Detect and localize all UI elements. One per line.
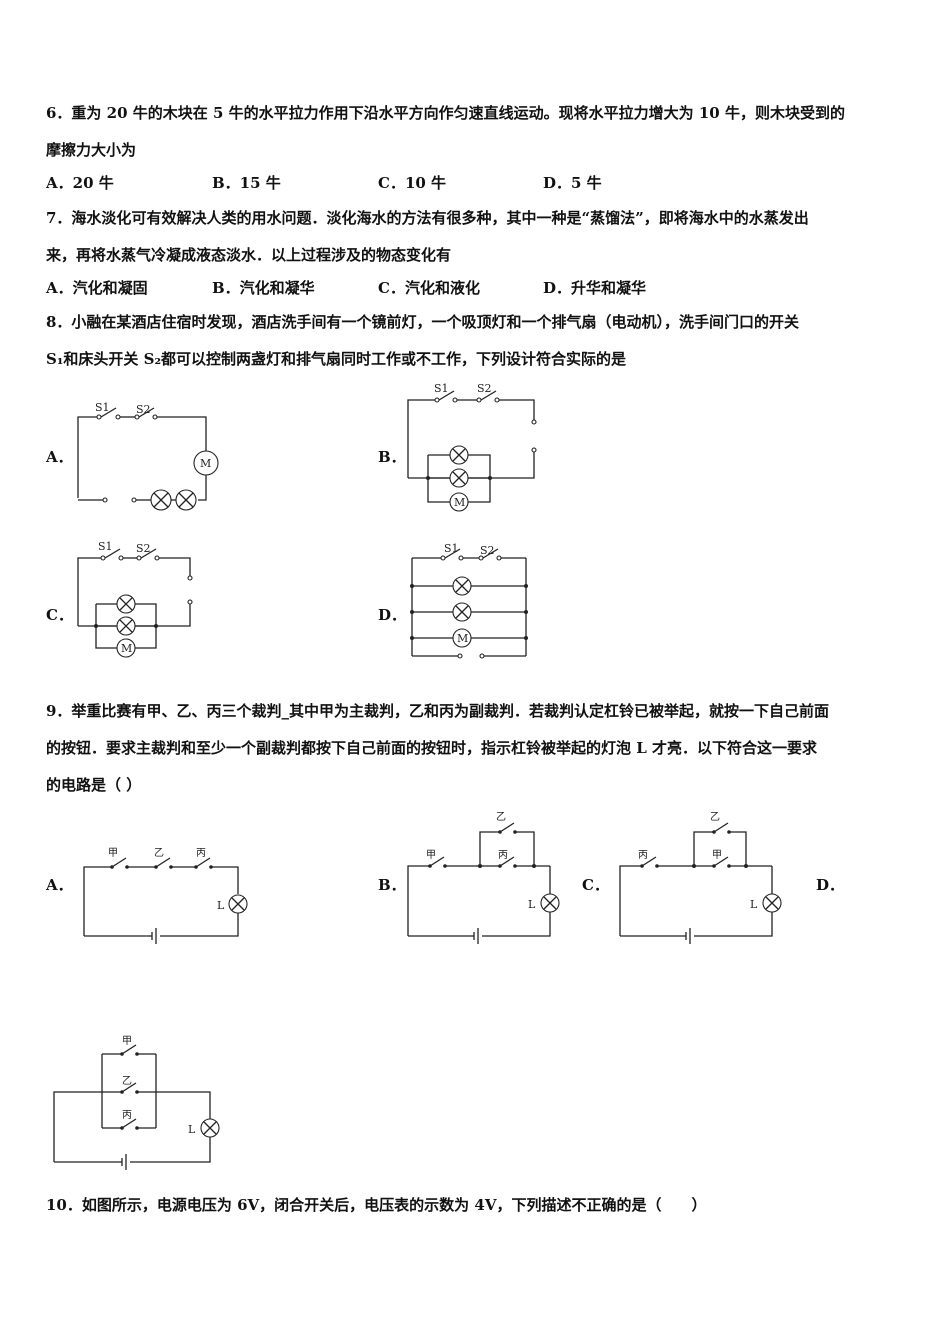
q6-option-c: C．10 牛 <box>378 174 447 192</box>
motor-icon <box>116 638 136 658</box>
q8-stem-line1: 8．小融在某酒店住宿时发现，酒店洗手间有一个镜前灯，一个吸顶灯和一个排气扇（电动… <box>46 313 799 331</box>
q8-option-b-label: B． <box>378 448 406 466</box>
switch-s1-label: S1 <box>444 542 459 555</box>
q8-circuit-c-diagram: S1 S2 M <box>77 540 193 658</box>
svg-text:甲: 甲 <box>122 1036 132 1047</box>
q7-option-c: C．汽化和液化 <box>378 279 480 297</box>
q9-circuit-b-diagram: 乙 甲 丙 L <box>407 811 560 944</box>
svg-text:甲: 甲 <box>426 850 436 861</box>
q6-stem-line2: 摩擦力大小为 <box>46 141 137 159</box>
q9-option-d-label: D． <box>816 876 845 894</box>
q9-option-b-label: B． <box>378 876 406 894</box>
q9-stem-line3: 的电路是（ ） <box>46 776 142 794</box>
q8-stem-line2: S₁和床头开关 S₂都可以控制两盏灯和排气扇同时工作或不工作，下列设计符合实际的… <box>46 350 627 368</box>
q6-option-d: D．5 牛 <box>543 174 602 192</box>
q6-option-a: A．20 牛 <box>46 174 114 192</box>
svg-text:甲: 甲 <box>108 848 118 859</box>
q6-stem-line1: 6．重为 20 牛的木块在 5 牛的水平拉力作用下沿水平方向作匀速直线运动。现将… <box>46 104 845 122</box>
q8-circuit-b-diagram: S1 S2 M <box>407 382 537 512</box>
svg-text:乙: 乙 <box>122 1075 132 1087</box>
svg-text:L: L <box>188 1123 196 1136</box>
q8-option-c-label: C． <box>46 606 73 624</box>
svg-text:乙: 乙 <box>710 811 720 823</box>
svg-text:M: M <box>454 496 465 509</box>
svg-text:乙: 乙 <box>154 847 164 859</box>
svg-text:丙: 丙 <box>196 848 206 859</box>
q7-option-d: D．升华和凝华 <box>543 279 647 297</box>
svg-text:丙: 丙 <box>122 1110 132 1121</box>
q7-option-b: B．汽化和凝华 <box>212 279 315 297</box>
motor-icon <box>449 492 469 512</box>
switch-s1-label: S1 <box>434 382 449 395</box>
svg-text:丙: 丙 <box>638 850 648 861</box>
q8-circuit-d-diagram: S1 S2 M <box>410 542 528 659</box>
q6-option-b: B．15 牛 <box>212 174 281 192</box>
svg-text:L: L <box>750 898 758 911</box>
switch-s1-label: S1 <box>95 401 110 414</box>
svg-text:乙: 乙 <box>496 811 506 823</box>
svg-text:丙: 丙 <box>498 850 508 861</box>
switch-s2-label: S2 <box>477 382 492 395</box>
svg-text:L: L <box>217 899 225 912</box>
q10-stem-line1: 10．如图所示，电源电压为 6V，闭合开关后，电压表的示数为 4V，下列描述不正… <box>46 1196 707 1214</box>
svg-text:L: L <box>528 898 536 911</box>
q7-option-a: A．汽化和凝固 <box>46 279 148 297</box>
q7-stem-line2: 来，再将水蒸气冷凝成液态淡水．以上过程涉及的物态变化有 <box>46 246 452 264</box>
switch-s2-label: S2 <box>136 542 151 555</box>
q8-option-a-label: A． <box>46 448 73 466</box>
switch-s1-label: S1 <box>98 540 113 553</box>
q9-circuit-c-diagram: 乙 丙 甲 L <box>619 811 782 944</box>
svg-text:M: M <box>121 642 132 655</box>
q9-stem-line2: 的按钮．要求主裁判和至少一个副裁判都按下自己前面的按钮时，指示杠铃被举起的灯泡 … <box>46 739 817 757</box>
q7-stem-line1: 7．海水淡化可有效解决人类的用水问题．淡化海水的方法有很多种，其中一种是“蒸馏法… <box>46 209 809 227</box>
q9-option-a-label: A． <box>46 876 73 894</box>
q9-circuit-a-diagram: 甲 乙 丙 L <box>83 847 248 944</box>
q8-option-d-label: D． <box>378 606 407 624</box>
svg-text:M: M <box>200 457 211 470</box>
q9-circuit-d-diagram: 甲 乙 丙 L <box>53 1036 220 1170</box>
svg-text:M: M <box>457 632 468 645</box>
q9-stem-line1: 9．举重比赛有甲、乙、丙三个裁判_其中甲为主裁判，乙和丙为副裁判．若裁判认定杠铃… <box>46 702 829 720</box>
q8-circuit-a-diagram: S1 S2 M <box>77 401 219 511</box>
svg-text:甲: 甲 <box>712 850 722 861</box>
motor-icon <box>452 628 472 648</box>
q9-option-c-label: C． <box>582 876 609 894</box>
